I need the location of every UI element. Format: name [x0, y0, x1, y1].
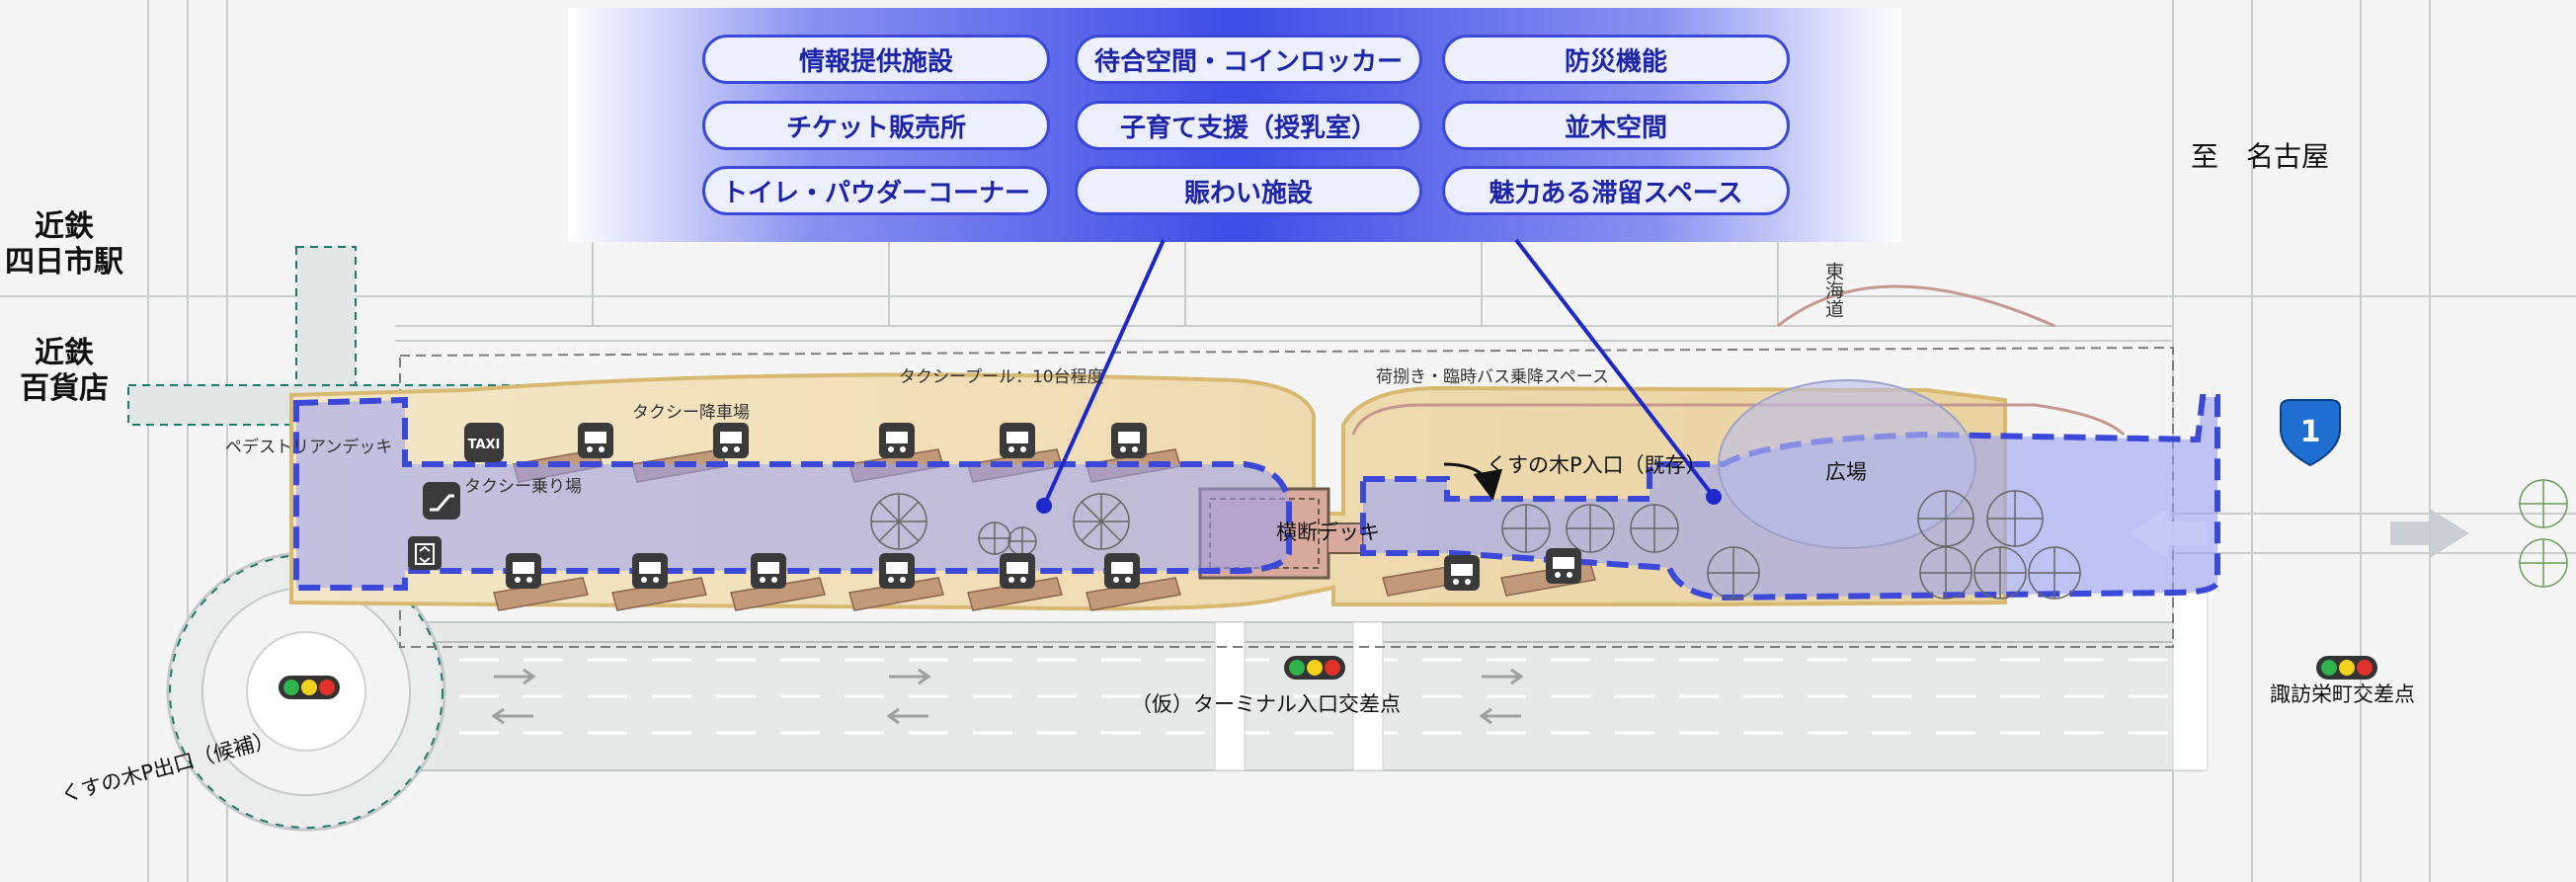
bus-icon: [1546, 548, 1581, 584]
taxi-pickup-label: タクシー乗り場: [464, 477, 582, 497]
facility-waiting-lockers: 待合空間・コインロッカー: [1075, 35, 1422, 84]
tree-icon: [2519, 538, 2568, 588]
station-label-line2: 四日市駅: [5, 245, 123, 280]
taxi-pool-label: タクシープール：10台程度: [899, 367, 1104, 387]
elevator-icon: [408, 536, 442, 570]
parking-entrance-label: くすの木P入口（既存）: [1487, 453, 1707, 477]
store-label-line2: 百貨店: [20, 371, 109, 406]
tree-icon: [1917, 490, 1974, 547]
loading-lane: [1351, 403, 2126, 437]
tree-icon: [1973, 546, 2027, 600]
trees: [870, 479, 2568, 600]
bus-icon: [578, 423, 613, 458]
facility-ticket-office: チケット販売所: [702, 101, 1050, 150]
bus-icon: [879, 423, 915, 458]
tokaido-road: [1777, 284, 2055, 328]
facility-lingering-space: 魅力ある滞留スペース: [1442, 166, 1790, 215]
taxi-icon: TAXI: [464, 423, 504, 462]
bus-icon: [1000, 423, 1035, 458]
facility-tree-lined-space: 並木空間: [1442, 101, 1790, 150]
tree-icon: [1630, 504, 1679, 553]
bus-icon: [632, 553, 668, 589]
tokaido-label: 東海道: [1822, 262, 1844, 318]
tree-icon: [870, 493, 927, 550]
bus-icon: [751, 553, 786, 589]
tree-icon: [1007, 526, 1037, 556]
route-shield-icon: 1: [2280, 399, 2341, 467]
parking-entrance-arrow: [1443, 462, 1503, 501]
store-label-line1: 近鉄: [35, 336, 94, 370]
bus-icon: [1104, 553, 1140, 589]
bus-icon: [506, 553, 541, 589]
tree-icon: [1073, 493, 1130, 550]
facility-bustling-facility: 賑わい施設: [1075, 166, 1422, 215]
tree-icon: [1986, 490, 2044, 547]
facility-nursing-room: 子育て支援（授乳室）: [1075, 101, 1422, 150]
tree-icon: [978, 521, 1011, 555]
bus-icons: [506, 423, 1581, 591]
taxi-icon-text: TAXI: [468, 438, 501, 452]
route-number: 1: [2300, 415, 2321, 449]
loading-space-label: 荷捌き・臨時バス乗降スペース: [1376, 367, 1609, 387]
escalator-icon: [423, 482, 460, 520]
tree-icon: [1919, 546, 1972, 600]
tree-icon: [2519, 479, 2568, 528]
facility-restroom-powder: トイレ・パウダーコーナー: [702, 166, 1050, 215]
banner-connectors: [1036, 238, 1722, 514]
bus-icon: [879, 553, 915, 589]
station-kintetsu-yokkaichi: 近鉄 四日市駅: [0, 209, 128, 281]
station-label-line1: 近鉄: [35, 209, 94, 244]
main-road: [394, 592, 2209, 771]
plaza-label: 広場: [1825, 460, 1867, 484]
tree-icon: [1501, 504, 1551, 553]
station-kintetsu-department-store: 近鉄 百貨店: [0, 336, 128, 407]
facility-disaster-prevention: 防災機能: [1442, 35, 1790, 84]
bus-icon: [713, 423, 749, 458]
traffic-light-icon: [1284, 656, 1345, 680]
tree-icon: [1566, 504, 1615, 553]
to-nagoya-label: 至 名古屋: [2191, 140, 2330, 173]
bus-icon: [1444, 555, 1480, 591]
bus-icon: [1111, 423, 1147, 458]
taxi-dropoff-label: タクシー降車場: [632, 403, 750, 423]
suwa-intersection-label: 諏訪栄町交差点: [2270, 682, 2415, 706]
pedestrian-deck-label: ペデストリアンデッキ: [225, 438, 393, 457]
facility-info-center: 情報提供施設: [702, 35, 1050, 84]
bus-icon: [1000, 553, 1035, 589]
tree-icon: [1707, 546, 1760, 600]
traffic-light-icon: [279, 676, 340, 699]
traffic-light-icon: [2316, 656, 2377, 680]
tree-icon: [2028, 546, 2081, 600]
cross-deck-label: 横断デッキ: [1276, 521, 1380, 544]
terminal-intersection-label: （仮）ターミナル入口交差点: [1131, 692, 1401, 716]
